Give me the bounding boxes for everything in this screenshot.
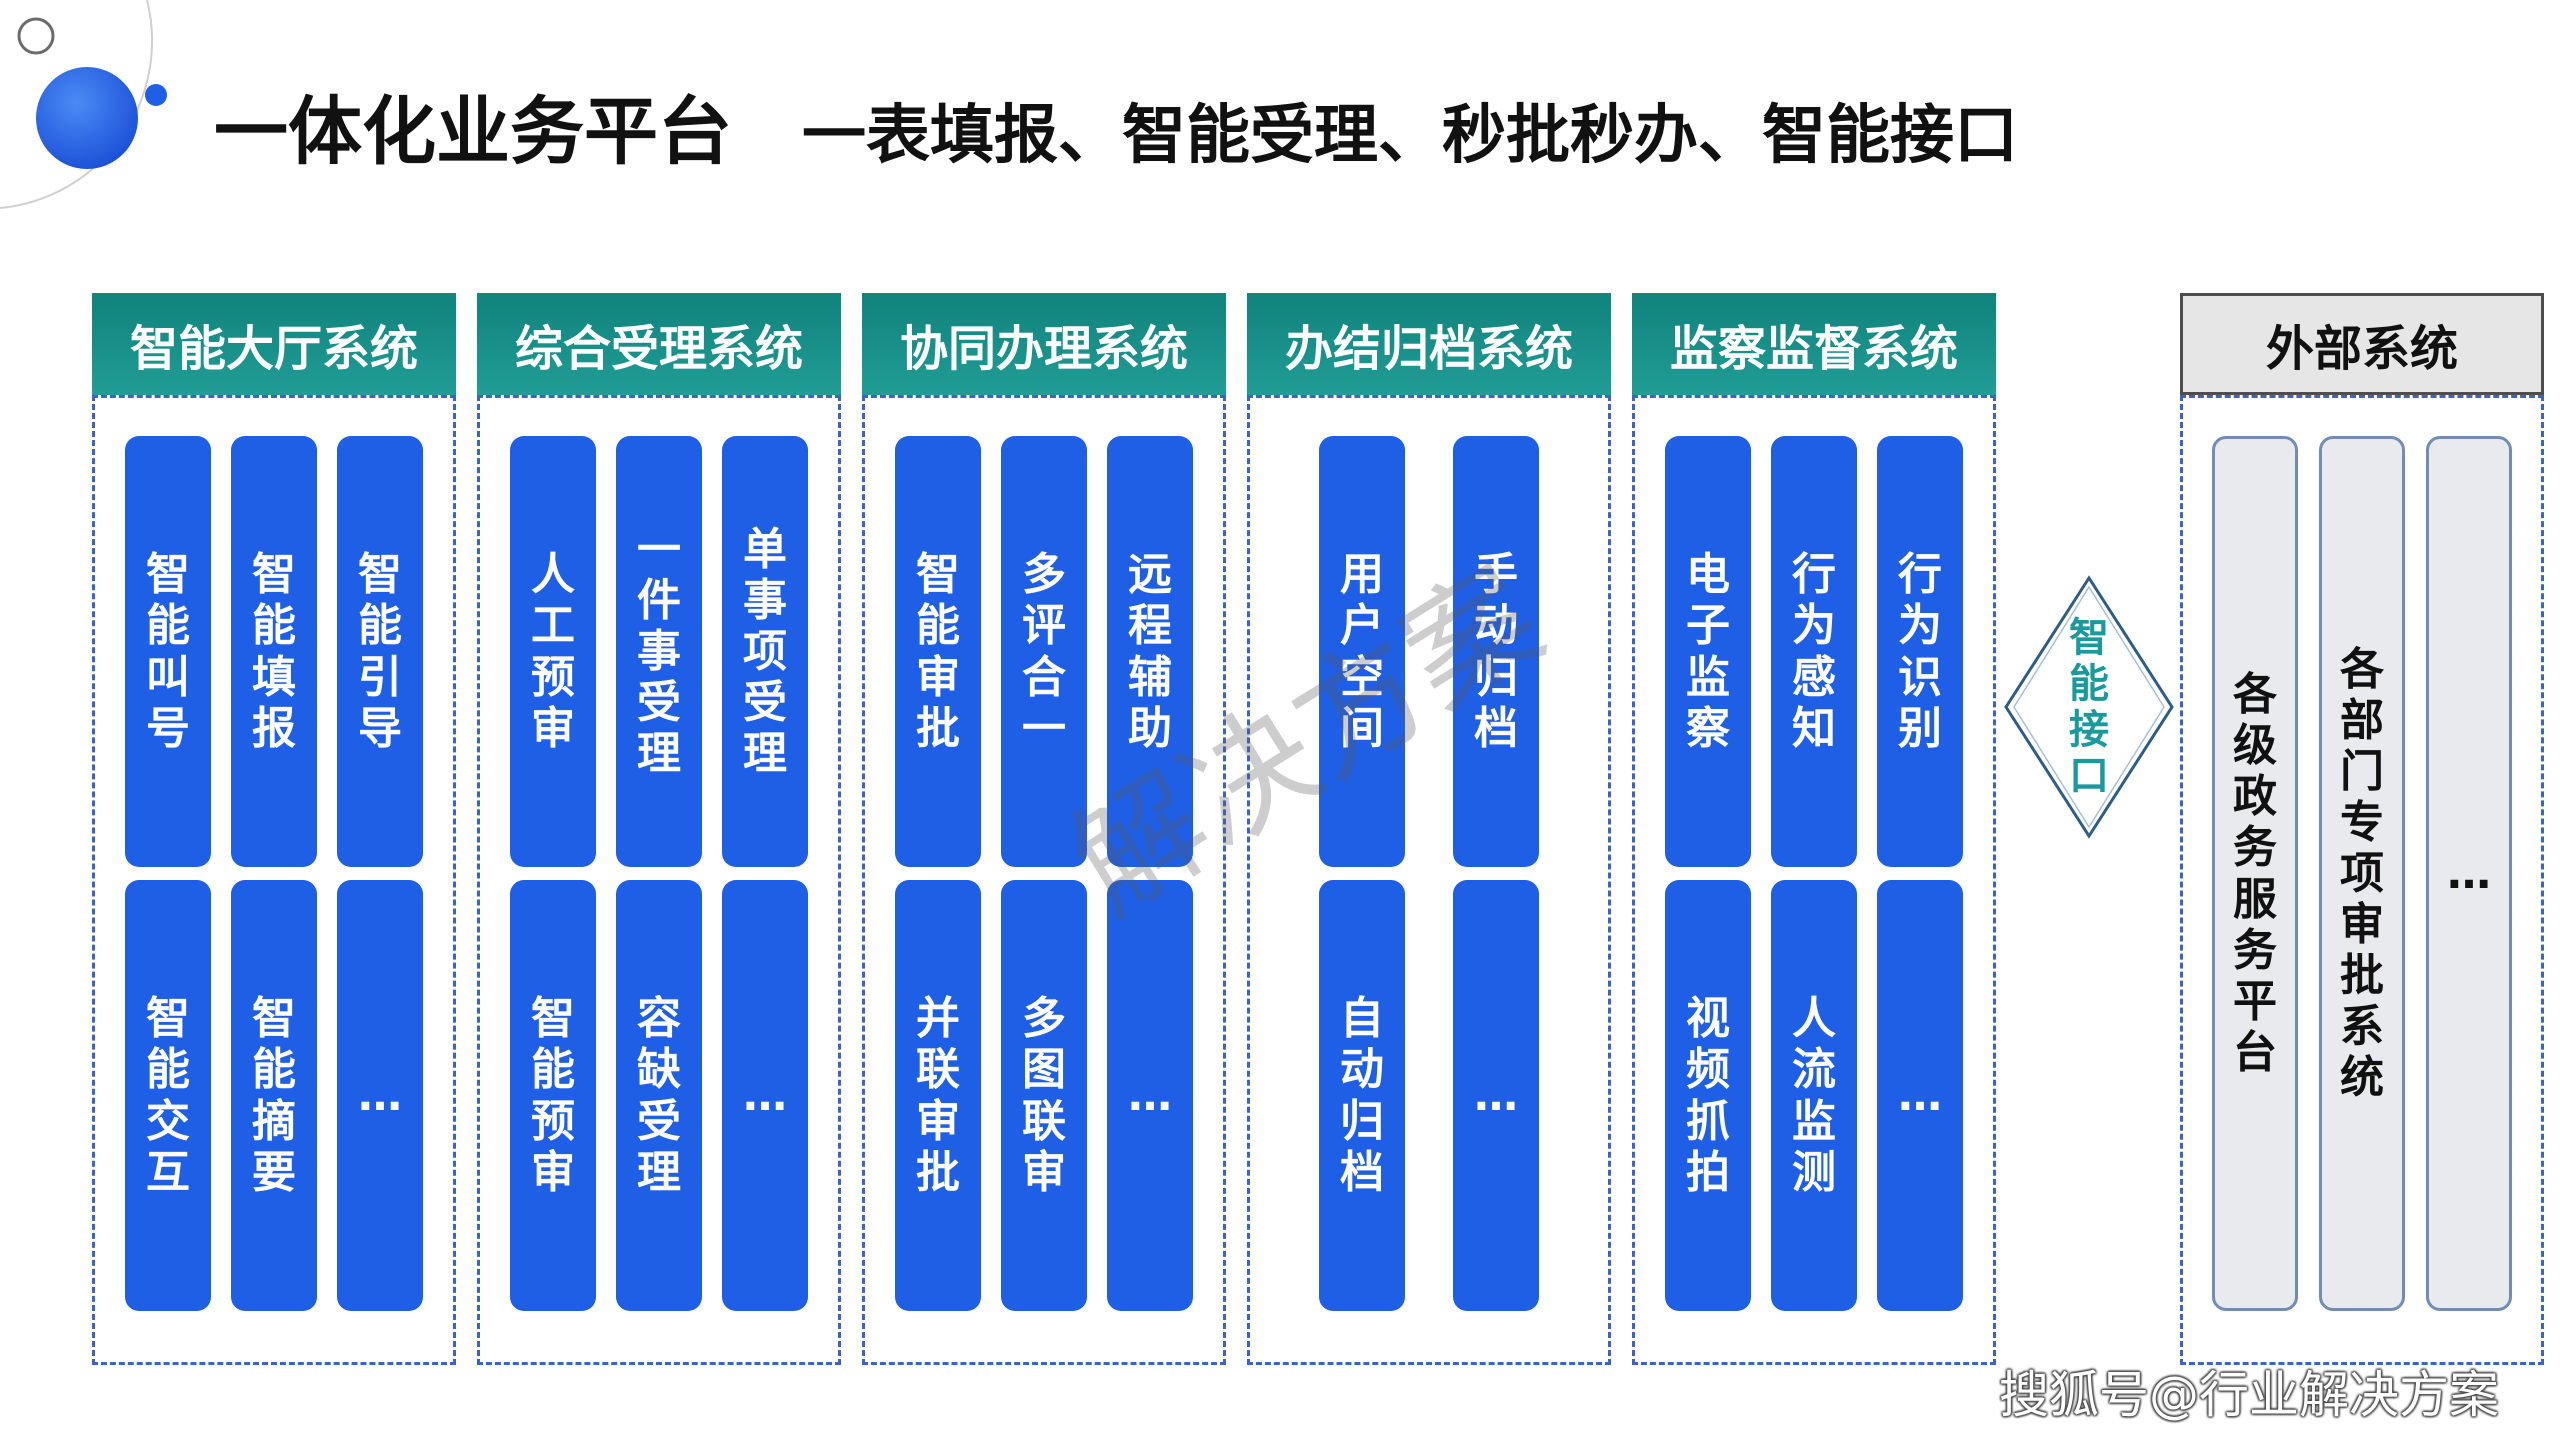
external-label: … <box>2447 847 2491 899</box>
hall-module-card: 智能交互 <box>125 880 211 1311</box>
diamond-inner-line <box>2013 585 2165 829</box>
acceptance-system-panel: 人工预审 一件事受理 单事项受理 智能预审 容缺受理 … <box>477 395 841 1365</box>
module-label: 容缺受理 <box>637 993 681 1198</box>
module-label: … <box>1128 1069 1172 1121</box>
supervision-module-card: 行为感知 <box>1771 436 1857 867</box>
module-label: 行为感知 <box>1792 549 1836 754</box>
interface-connector-diamond <box>2004 575 2174 839</box>
module-label: 智能摘要 <box>252 993 296 1198</box>
module-label: 智能填报 <box>252 549 296 754</box>
archiving-module-card: 手动归档 <box>1453 436 1539 867</box>
module-row: 视频抓拍 人流监测 … <box>1635 880 1993 1311</box>
module-label: 手动归档 <box>1474 549 1518 754</box>
collaboration-module-card: 并联审批 <box>895 880 981 1311</box>
collaboration-system-panel: 智能审批 多评合一 远程辅助 并联审批 多图联审 … <box>862 395 1226 1365</box>
collaboration-module-card: 远程辅助 <box>1107 436 1193 867</box>
decor-small-dot <box>145 84 167 106</box>
module-label: 用户空间 <box>1340 549 1384 754</box>
module-label: 智能引导 <box>358 549 402 754</box>
module-row: 智能预审 容缺受理 … <box>480 880 838 1311</box>
module-row: 电子监察 行为感知 行为识别 <box>1635 436 1993 867</box>
hall-module-card: 智能引导 <box>337 436 423 867</box>
external-system-panel: 各级政务服务平台 各部门专项审批系统 … <box>2180 395 2544 1365</box>
external-label: 各级政务服务平台 <box>2233 669 2277 1078</box>
module-label: 智能审批 <box>916 549 960 754</box>
module-row: 智能叫号 智能填报 智能引导 <box>95 436 453 867</box>
module-label: … <box>743 1069 787 1121</box>
module-label: 远程辅助 <box>1128 549 1172 754</box>
collaboration-module-card: 智能审批 <box>895 436 981 867</box>
module-row: 智能交互 智能摘要 … <box>95 880 453 1311</box>
module-label: 并联审批 <box>916 993 960 1198</box>
module-row: 并联审批 多图联审 … <box>865 880 1223 1311</box>
module-row: 自动归档 … <box>1250 880 1608 1311</box>
module-label: 智能叫号 <box>146 549 190 754</box>
connector-label: 智能接口 <box>2069 615 2109 799</box>
collaboration-module-card: 多评合一 <box>1001 436 1087 867</box>
hall-system-header: 智能大厅系统 <box>92 293 456 395</box>
collaboration-module-card: … <box>1107 880 1193 1311</box>
supervision-system-header: 监察监督系统 <box>1632 293 1996 395</box>
module-label: 人流监测 <box>1792 993 1836 1198</box>
diamond-outline <box>2004 575 2174 839</box>
hall-module-card: 智能叫号 <box>125 436 211 867</box>
supervision-module-card: 视频抓拍 <box>1665 880 1751 1311</box>
supervision-system-panel: 电子监察 行为感知 行为识别 视频抓拍 人流监测 … <box>1632 395 1996 1365</box>
module-row: 智能审批 多评合一 远程辅助 <box>865 436 1223 867</box>
acceptance-module-card: 容缺受理 <box>616 880 702 1311</box>
external-row: 各级政务服务平台 各部门专项审批系统 … <box>2183 436 2541 1311</box>
archiving-system-panel: 用户空间 手动归档 自动归档 … <box>1247 395 1611 1365</box>
module-label: 自动归档 <box>1340 993 1384 1198</box>
acceptance-module-card: 一件事受理 <box>616 436 702 867</box>
module-label: 单事项受理 <box>743 523 787 780</box>
supervision-module-card: 行为识别 <box>1877 436 1963 867</box>
external-label: 各部门专项审批系统 <box>2340 643 2384 1104</box>
module-label: 视频抓拍 <box>1686 993 1730 1198</box>
module-label: 电子监察 <box>1686 549 1730 754</box>
corner-decoration <box>0 0 167 209</box>
module-label: … <box>1898 1069 1942 1121</box>
acceptance-module-card: … <box>722 880 808 1311</box>
supervision-module-card: 人流监测 <box>1771 880 1857 1311</box>
module-label: 智能预审 <box>531 993 575 1198</box>
module-label: … <box>1474 1069 1518 1121</box>
acceptance-module-card: 单事项受理 <box>722 436 808 867</box>
supervision-module-card: … <box>1877 880 1963 1311</box>
archiving-system-header: 办结归档系统 <box>1247 293 1611 395</box>
module-label: 一件事受理 <box>637 523 681 780</box>
module-label: 智能交互 <box>146 993 190 1198</box>
module-label: 人工预审 <box>531 549 575 754</box>
decor-ring <box>17 17 55 55</box>
module-row: 用户空间 手动归档 <box>1250 436 1608 867</box>
archiving-module-card: 自动归档 <box>1319 880 1405 1311</box>
external-system-card: 各级政务服务平台 <box>2212 436 2298 1311</box>
collaboration-module-card: 多图联审 <box>1001 880 1087 1311</box>
source-credit: 搜狐号@行业解决方案 <box>1999 1366 2499 1424</box>
archiving-module-card: 用户空间 <box>1319 436 1405 867</box>
connector-label-box: 智能接口 <box>2003 575 2175 839</box>
hall-module-card: 智能摘要 <box>231 880 317 1311</box>
decor-big-dot <box>36 67 138 169</box>
module-label: 多图联审 <box>1022 993 1066 1198</box>
acceptance-system-header: 综合受理系统 <box>477 293 841 395</box>
archiving-module-card: … <box>1453 880 1539 1311</box>
hall-module-card: 智能填报 <box>231 436 317 867</box>
hall-system-panel: 智能叫号 智能填报 智能引导 智能交互 智能摘要 … <box>92 395 456 1365</box>
hall-module-card: … <box>337 880 423 1311</box>
acceptance-module-card: 智能预审 <box>510 880 596 1311</box>
supervision-module-card: 电子监察 <box>1665 436 1751 867</box>
external-system-card: … <box>2426 436 2512 1311</box>
title-subtitle: 一表填报、智能受理、秒批秒办、智能接口 <box>802 99 2018 173</box>
external-system-card: 各部门专项审批系统 <box>2319 436 2405 1311</box>
module-label: … <box>358 1069 402 1121</box>
module-label: 多评合一 <box>1022 549 1066 754</box>
page-title: 一体化业务平台一表填报、智能受理、秒批秒办、智能接口 <box>214 86 2018 178</box>
module-row: 人工预审 一件事受理 单事项受理 <box>480 436 838 867</box>
module-label: 行为识别 <box>1898 549 1942 754</box>
external-system-header: 外部系统 <box>2180 293 2544 395</box>
acceptance-module-card: 人工预审 <box>510 436 596 867</box>
collaboration-system-header: 协同办理系统 <box>862 293 1226 395</box>
title-main: 一体化业务平台 <box>214 89 732 175</box>
